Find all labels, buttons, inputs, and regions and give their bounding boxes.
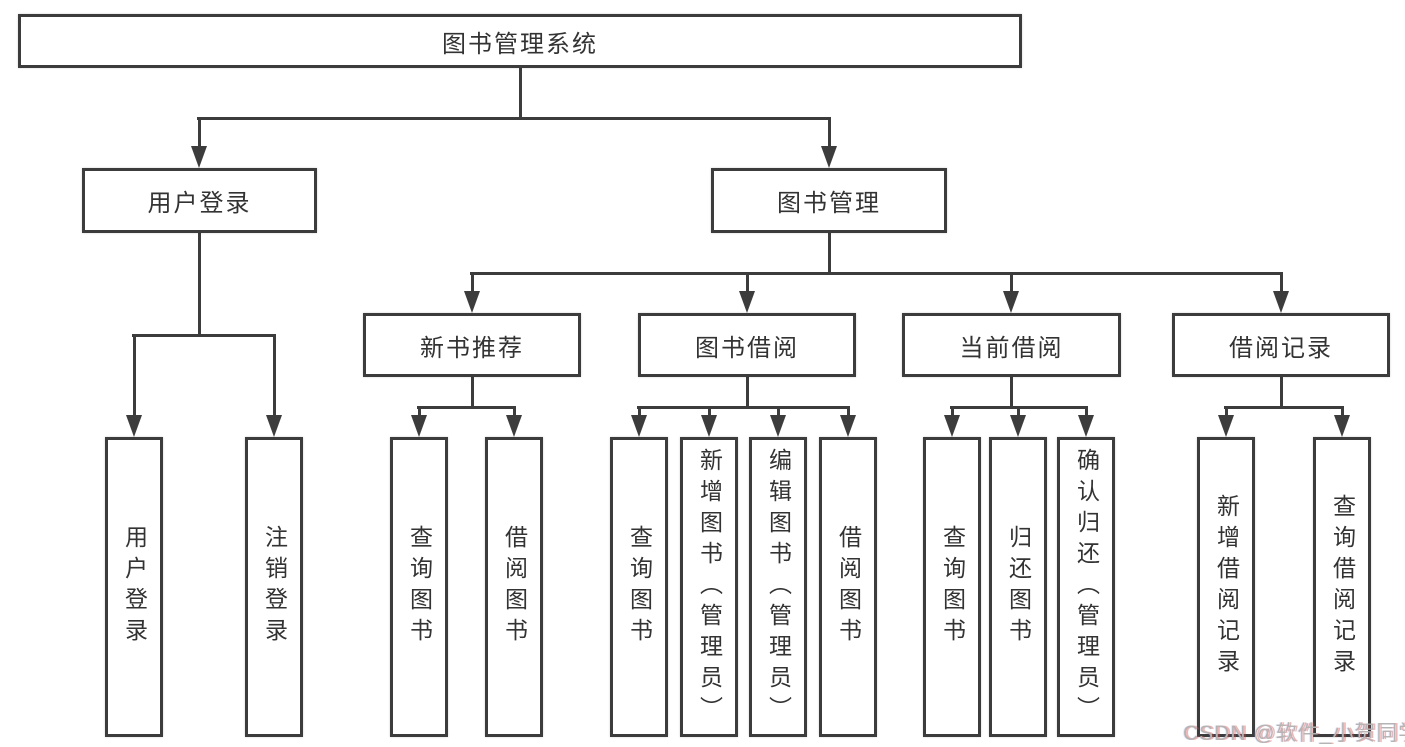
arrow-down-icon [1010, 415, 1026, 437]
leaf-label: 借阅图书 [501, 525, 528, 649]
leaf-label: 查询图书 [939, 525, 966, 649]
node-root: 图书管理系统 [18, 14, 1022, 68]
leaf-label: 查询图书 [626, 525, 653, 649]
leaf-edit-book-admin: 编辑图书（管理员） [749, 437, 807, 737]
arrow-down-icon [840, 415, 856, 437]
leaf-add-borrow-record: 新增借阅记录 [1197, 437, 1255, 737]
arrow-down-icon [464, 291, 480, 313]
connector-drop-leaf [638, 406, 641, 418]
node-borrow-record: 借阅记录 [1172, 313, 1390, 377]
leaf-borrow-book: 借阅图书 [819, 437, 877, 737]
connector-current-borrow-stem [1010, 377, 1013, 407]
leaf-borrow-book: 借阅图书 [485, 437, 543, 737]
connector-new-book-stem [471, 377, 474, 407]
arrow-down-icon [1078, 415, 1094, 437]
connector-drop-leaf [133, 334, 136, 416]
arrow-down-icon [1218, 415, 1234, 437]
node-label: 当前借阅 [959, 334, 1064, 362]
connector-level2-bar [197, 117, 831, 120]
arrow-down-icon [631, 415, 647, 437]
node-label: 用户登录 [147, 190, 252, 217]
leaf-label: 新增借阅记录 [1213, 494, 1240, 680]
leaf-return-book: 归还图书 [989, 437, 1047, 737]
leaf-label: 借阅图书 [835, 525, 862, 649]
connector-drop-new-book [471, 272, 474, 292]
leaf-logout: 注销登录 [245, 437, 303, 737]
leaf-user-login: 用户登录 [105, 437, 163, 737]
arrow-down-icon [191, 146, 207, 168]
arrow-down-icon [701, 415, 717, 437]
connector-level3-bar [470, 272, 1283, 275]
node-new-book-recommend: 新书推荐 [363, 313, 581, 377]
node-root-label: 图书管理系统 [442, 30, 598, 58]
leaf-query-book: 查询图书 [390, 437, 448, 737]
node-book-management-branch: 图书管理 [711, 168, 947, 233]
leaf-query-book: 查询图书 [923, 437, 981, 737]
node-label: 借阅记录 [1229, 334, 1333, 362]
connector-drop-leaf [708, 406, 711, 418]
connector-new-book-bar [417, 406, 515, 409]
arrow-down-icon [266, 415, 282, 437]
node-label: 图书借阅 [695, 334, 799, 362]
arrow-down-icon [821, 146, 837, 168]
connector-drop-leaf [418, 406, 421, 418]
connector-drop-leaf [777, 406, 780, 418]
connector-drop-leaf [273, 334, 276, 416]
connector-drop-book-borrow [746, 272, 749, 292]
connector-book-borrow-bar [637, 406, 849, 409]
node-current-borrow: 当前借阅 [902, 313, 1121, 377]
leaf-query-borrow-record: 查询借阅记录 [1313, 437, 1371, 737]
connector-drop-current-borrow [1010, 272, 1013, 292]
arrow-down-icon [770, 415, 786, 437]
connector-borrow-record-bar [1224, 406, 1343, 409]
connector-drop-leaf [1085, 406, 1088, 418]
connector-drop-leaf [513, 406, 516, 418]
leaf-label: 注销登录 [261, 525, 288, 649]
connector-drop-leaf [1341, 406, 1344, 418]
leaf-query-book: 查询图书 [610, 437, 668, 737]
arrow-down-icon [506, 415, 522, 437]
leaf-label: 查询图书 [406, 525, 433, 649]
node-user-login-branch: 用户登录 [82, 168, 317, 233]
leaf-label: 编辑图书（管理员） [765, 447, 792, 727]
connector-book-management-stem [828, 232, 831, 274]
arrow-down-icon [126, 415, 142, 437]
connector-drop-leaf [847, 406, 850, 418]
connector-drop-leaf [1017, 406, 1020, 418]
node-label: 图书管理 [777, 190, 881, 217]
connector-root-stem [519, 68, 522, 118]
arrow-down-icon [1003, 291, 1019, 313]
leaf-label: 新增图书（管理员） [696, 447, 723, 727]
leaf-add-book-admin: 新增图书（管理员） [680, 437, 738, 737]
connector-drop-leaf [1225, 406, 1228, 418]
node-label: 新书推荐 [420, 334, 524, 362]
csdn-watermark: CSDN @软件_小贺同学 [1183, 722, 1405, 745]
node-book-borrow: 图书借阅 [638, 313, 856, 377]
leaf-label: 归还图书 [1005, 525, 1032, 649]
connector-drop-book-management [828, 117, 831, 147]
leaf-label: 用户登录 [121, 525, 148, 649]
connector-drop-borrow-record [1280, 272, 1283, 292]
connector-drop-user-login [198, 117, 201, 147]
arrow-down-icon [1273, 291, 1289, 313]
arrow-down-icon [411, 415, 427, 437]
leaf-confirm-return-admin: 确认归还（管理员） [1057, 437, 1115, 737]
connector-borrow-record-stem [1280, 377, 1283, 407]
arrow-down-icon [739, 291, 755, 313]
connector-book-borrow-stem [746, 377, 749, 407]
arrow-down-icon [944, 415, 960, 437]
connector-user-login-stem [198, 233, 201, 336]
connector-drop-leaf [951, 406, 954, 418]
leaf-label: 确认归还（管理员） [1073, 447, 1100, 727]
leaf-label: 查询借阅记录 [1329, 494, 1356, 680]
arrow-down-icon [1334, 415, 1350, 437]
connector-user-login-bar [132, 334, 276, 337]
